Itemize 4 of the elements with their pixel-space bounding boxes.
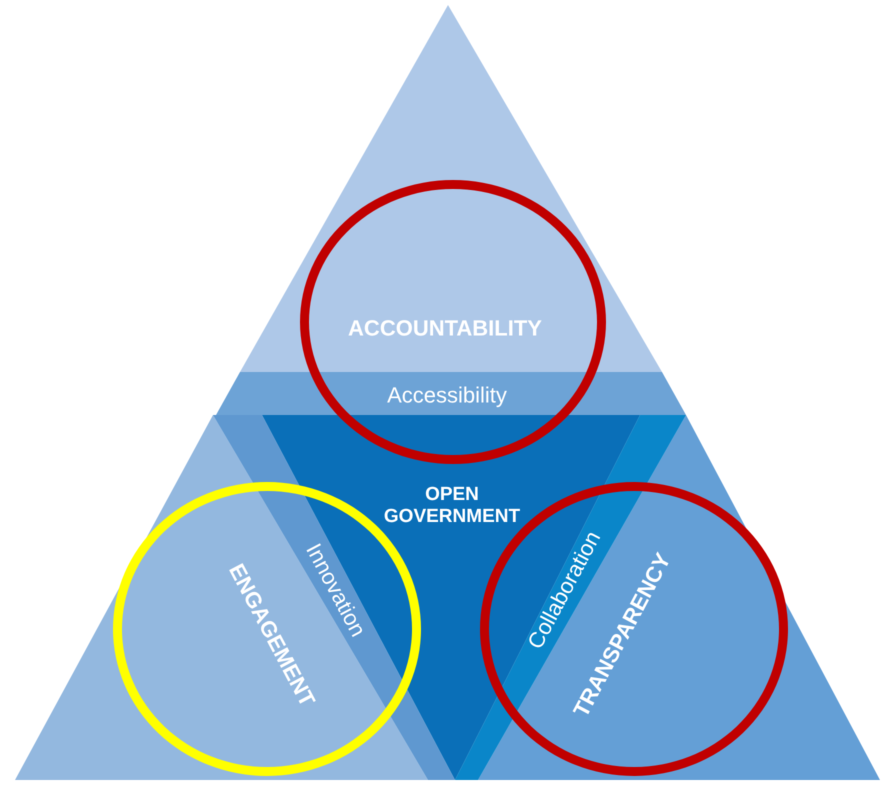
diagram-label: Accessibility [387, 382, 507, 408]
diagram-label: ACCOUNTABILITY [348, 315, 542, 341]
highlight-circle [300, 180, 606, 464]
diagram-label: OPEN GOVERNMENT [367, 484, 537, 528]
